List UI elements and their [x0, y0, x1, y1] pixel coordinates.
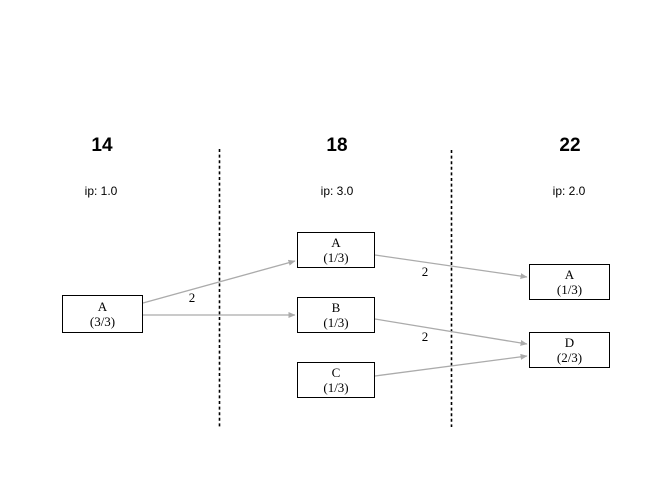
node-D-22: D (2/3) — [529, 332, 610, 368]
ip-label-14: ip: 1.0 — [84, 184, 118, 198]
node-A-22: A (1/3) — [529, 264, 610, 300]
column-header-18: 18 — [326, 135, 348, 156]
node-count: (1/3) — [323, 379, 349, 395]
node-C-18: C (1/3) — [297, 362, 375, 398]
node-B-18: B (1/3) — [297, 297, 375, 333]
node-count: (2/3) — [556, 349, 583, 365]
ip-label-18: ip: 3.0 — [320, 184, 354, 198]
edge-line-C18-D22 — [374, 353, 528, 377]
node-count: (1/3) — [323, 314, 349, 330]
node-label: B — [331, 299, 341, 315]
edge-line-B18-D22 — [374, 318, 528, 346]
node-label: A — [97, 298, 108, 314]
ip-label-22: ip: 2.0 — [552, 184, 586, 198]
node-label: A — [331, 234, 341, 250]
node-label: D — [564, 334, 575, 350]
edge-weight-label-B18-D22: 2 — [421, 329, 429, 344]
node-count: (1/3) — [323, 249, 349, 265]
edge-weight-label-A18-A22: 2 — [421, 264, 429, 279]
edge-weight-label-A14-A18: 2 — [188, 290, 196, 305]
node-A-18: A (1/3) — [297, 232, 375, 268]
edge-line-A18-A22 — [374, 254, 528, 280]
node-label: A — [564, 266, 575, 282]
node-count: (3/3) — [89, 313, 116, 329]
node-count: (1/3) — [556, 281, 583, 297]
node-A-14: A (3/3) — [62, 295, 143, 333]
column-header-22: 22 — [559, 135, 581, 156]
column-header-14: 14 — [91, 135, 113, 156]
node-label: C — [331, 364, 341, 380]
edge-line-A14-A18 — [142, 259, 296, 304]
